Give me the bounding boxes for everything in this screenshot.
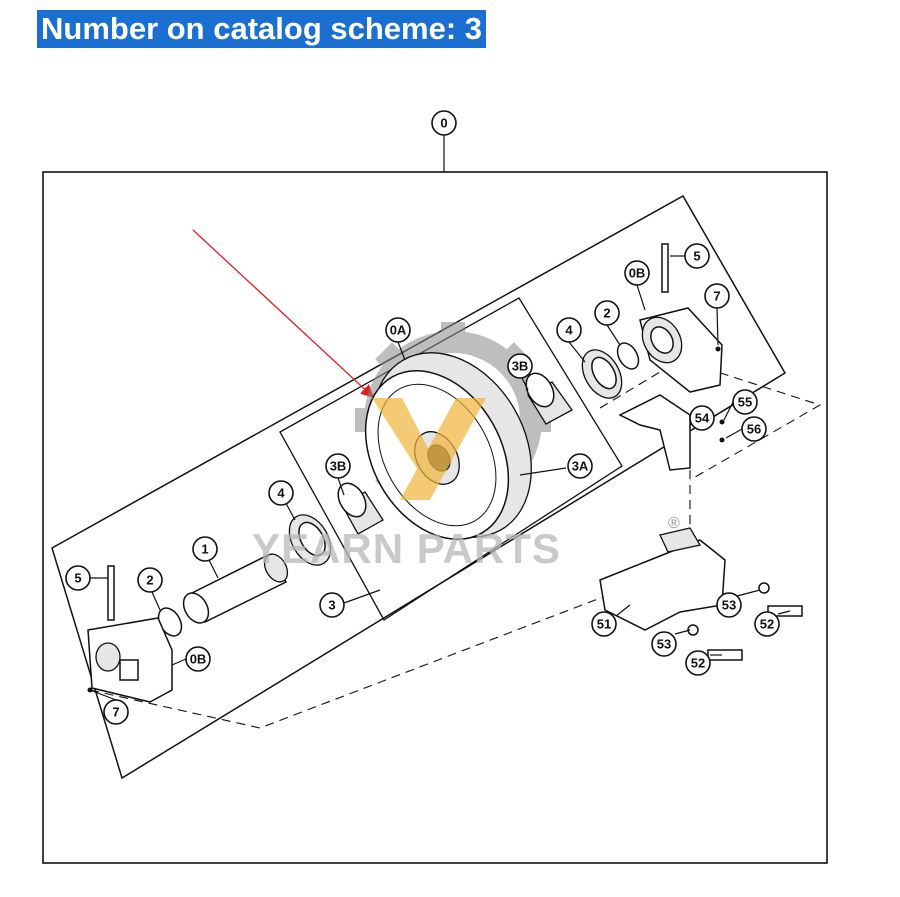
svg-text:3: 3	[328, 598, 335, 613]
svg-text:1: 1	[201, 542, 208, 557]
dashed-connector-top	[599, 359, 822, 481]
callout-4-left: 4	[268, 480, 294, 506]
callout-53-left: 53	[651, 631, 677, 657]
svg-text:54: 54	[695, 411, 710, 426]
svg-text:0B: 0B	[629, 266, 646, 281]
callout-0b-left: 0B	[185, 646, 211, 672]
bracket-51	[599, 527, 726, 631]
housing-0b-right	[639, 243, 723, 393]
svg-text:0: 0	[440, 116, 447, 131]
watermark-logo	[372, 398, 486, 500]
callout-52-right: 52	[754, 611, 780, 637]
callout-51: 51	[591, 611, 617, 637]
svg-text:3B: 3B	[330, 459, 347, 474]
svg-text:52: 52	[760, 617, 774, 632]
svg-text:5: 5	[74, 571, 81, 586]
callout-56: 56	[741, 416, 767, 442]
seal-4-top	[581, 349, 623, 399]
svg-text:51: 51	[597, 617, 611, 632]
svg-text:4: 4	[565, 323, 573, 338]
seal-4-left	[288, 514, 332, 566]
svg-text:53: 53	[722, 598, 736, 613]
oring-2-top	[616, 342, 640, 370]
callout-4-top: 4	[556, 317, 582, 343]
svg-text:3A: 3A	[572, 459, 589, 474]
callout-2-top: 2	[594, 300, 620, 326]
callout-0: 0	[431, 110, 457, 136]
svg-text:56: 56	[747, 422, 761, 437]
assembly-boundary	[51, 194, 787, 780]
svg-text:2: 2	[603, 306, 610, 321]
callout-3b-top: 3B	[507, 353, 533, 379]
svg-text:52: 52	[691, 656, 705, 671]
callout-53-right: 53	[716, 592, 742, 618]
callout-7-top: 7	[704, 283, 730, 309]
housing-0b-left	[87, 565, 173, 703]
callout-5-top: 5	[684, 243, 710, 269]
pointer-arrow	[192, 229, 374, 398]
dashed-connector-bottom	[89, 559, 701, 729]
callout-3b-mid: 3B	[325, 453, 351, 479]
registered-mark: ®	[668, 515, 680, 532]
svg-text:4: 4	[277, 486, 285, 501]
callout-3a: 3A	[567, 453, 593, 479]
callout-3: 3	[319, 592, 345, 618]
callout-1: 1	[192, 536, 218, 562]
callout-7-left: 7	[103, 699, 129, 725]
callout-2-left: 2	[137, 567, 163, 593]
bushing-3b-mid	[337, 482, 384, 535]
bolt-52-right	[758, 582, 803, 617]
bushing-3b-top	[525, 372, 573, 425]
callout-0b-top: 0B	[624, 260, 650, 286]
diagram-frame	[42, 171, 828, 864]
callout-0a: 0A	[385, 317, 411, 343]
watermark-text: YEARN PARTS	[252, 525, 561, 572]
svg-text:7: 7	[713, 289, 720, 304]
callout-52-left: 52	[685, 650, 711, 676]
svg-text:7: 7	[112, 705, 119, 720]
callout-55: 55	[732, 389, 758, 415]
svg-text:53: 53	[657, 637, 671, 652]
shaft-1	[182, 553, 289, 624]
svg-text:3B: 3B	[512, 359, 529, 374]
svg-text:0B: 0B	[190, 652, 207, 667]
svg-text:5: 5	[693, 249, 700, 264]
plate-54	[618, 394, 725, 471]
page-title: Number on catalog scheme: 3	[37, 10, 487, 48]
svg-text:55: 55	[738, 395, 752, 410]
svg-text:2: 2	[146, 573, 153, 588]
svg-text:0A: 0A	[390, 323, 407, 338]
callout-54: 54	[689, 405, 715, 431]
callout-5-left: 5	[65, 565, 91, 591]
